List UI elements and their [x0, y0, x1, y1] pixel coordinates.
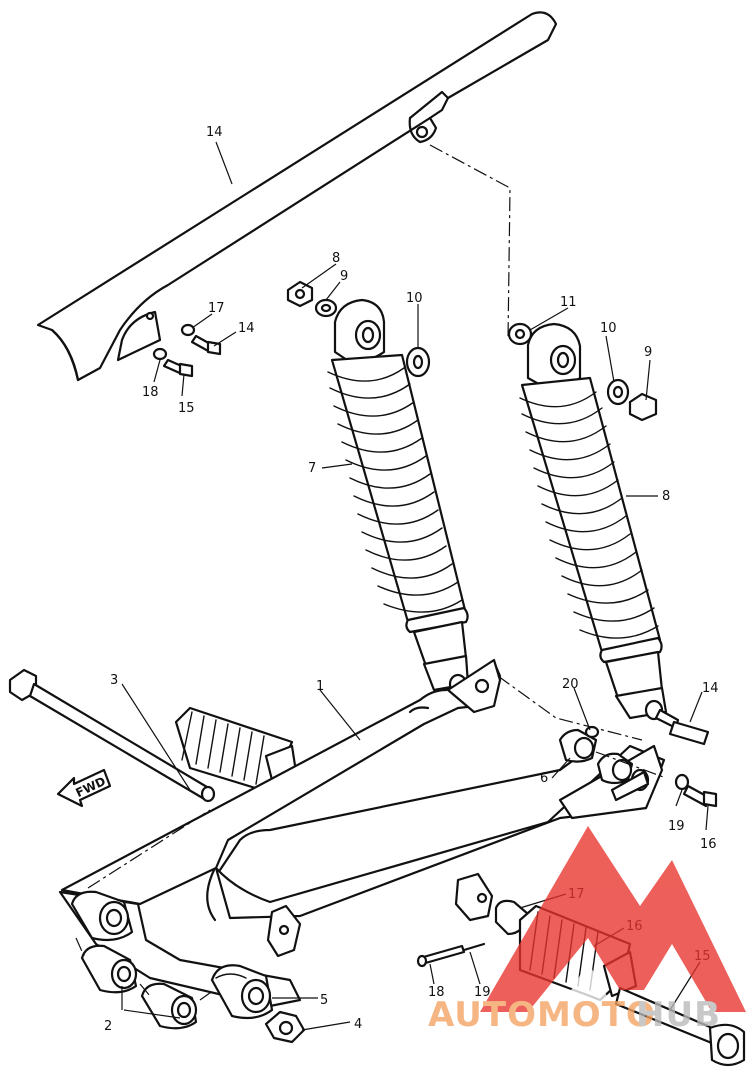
pivot-shaft	[8, 668, 216, 803]
callout-20: 20	[562, 677, 579, 692]
forward-arrow: FWD	[56, 768, 112, 808]
callout-1: 1	[316, 679, 324, 694]
collars	[558, 708, 718, 808]
pivot-bushings	[80, 944, 306, 1044]
right-rear-shock-absorber	[519, 322, 668, 721]
watermark-logo-inner	[558, 962, 616, 1012]
watermark-text-automoto: AUTOMOTO	[428, 995, 656, 1035]
left-rear-shock-absorber	[327, 298, 470, 695]
callout-18: 18	[428, 985, 445, 1000]
callout-8-left: 8	[332, 251, 340, 266]
callout-10-right: 11	[560, 295, 577, 310]
callout-19: 19	[474, 985, 491, 1000]
callout-11: 14	[702, 681, 719, 696]
callout-3: 3	[110, 673, 118, 688]
callout-14-right: 19	[668, 819, 685, 834]
watermark-logo-outer	[480, 826, 746, 1012]
callout-2: 2	[104, 1019, 112, 1034]
callout-14-upper: 17	[208, 301, 225, 316]
callout-8-right: 9	[644, 345, 652, 360]
callout-13-right: 16	[700, 837, 717, 852]
upper-fasteners	[152, 280, 658, 422]
callout-10-left: 10	[406, 291, 423, 306]
callout-5: 5	[320, 993, 328, 1008]
callout-7-left: 7	[308, 461, 316, 476]
callout-14-lower: 18	[142, 385, 159, 400]
callout-12: 14	[206, 125, 223, 140]
callout-6: 6	[540, 771, 548, 786]
callout-7-right: 8	[662, 489, 670, 504]
leader-lines	[121, 141, 709, 1031]
callout-13-upper: 14	[238, 321, 255, 336]
watermark-text-hub: HUB	[636, 995, 721, 1035]
alignment-lines	[75, 144, 667, 1001]
callout-9-left: 9	[340, 269, 348, 284]
automotohub-watermark: AUTOMOTO HUB	[428, 826, 746, 1035]
callout-9-right: 10	[600, 321, 617, 336]
callout-13-lower: 15	[178, 401, 195, 416]
chain-case	[36, 11, 558, 382]
callout-4: 4	[354, 1017, 362, 1032]
